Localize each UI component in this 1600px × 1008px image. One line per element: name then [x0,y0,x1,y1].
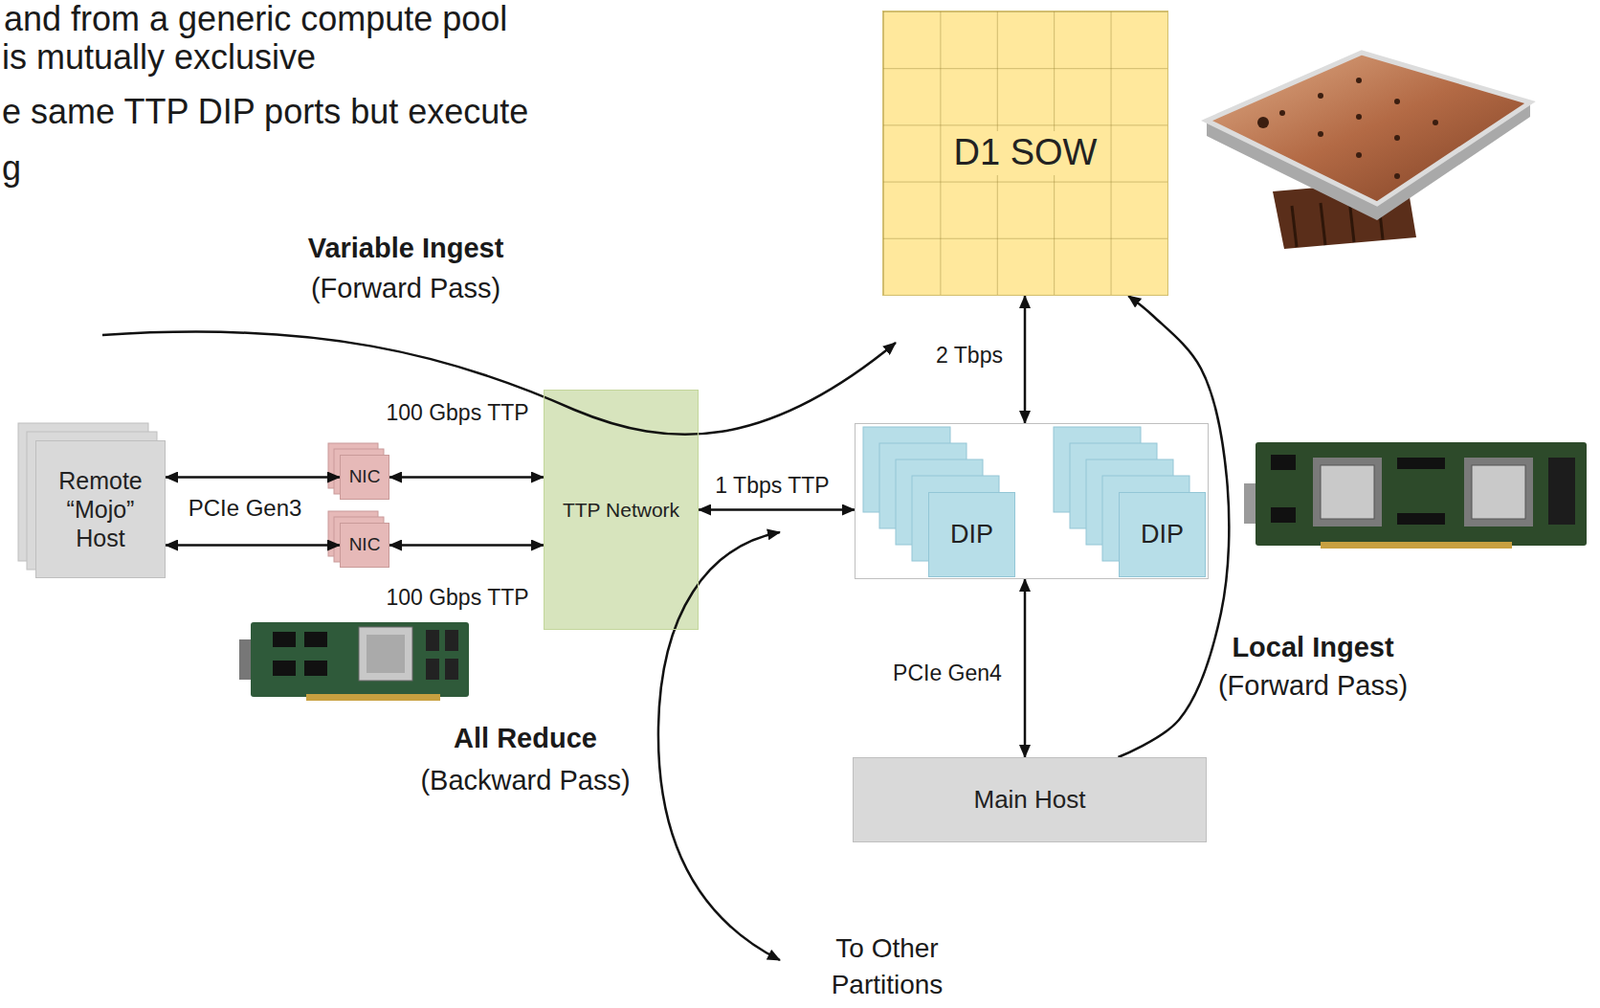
nic-card-photo-part [272,631,296,647]
annotation: Variable Ingest [308,231,505,266]
d1-tile-photo-part [1355,77,1362,84]
slide-text: g [1,149,22,188]
dip-card-photo-part [1320,541,1512,549]
node-text: NIC [349,466,381,489]
annotation: To Other Partitions [810,930,964,1003]
dip-card-photo-part [1464,457,1534,527]
nic-card-photo-part [250,622,469,697]
d1-tile-photo [1206,52,1531,249]
host-box: Remote “Mojo” Host [35,440,166,578]
dip-card-photo-part [1320,465,1375,519]
all-reduce-arrow [658,532,780,960]
node-text: DIP [1140,518,1184,550]
nic-card-photo-part [272,660,296,676]
nic-card-photo-part [425,658,440,680]
dip-tray: DIP DIP [854,422,1209,579]
nic-card-photo-part [304,660,328,676]
dip-card-photo-part [1397,457,1445,469]
d1-tile-photo-part [1279,110,1286,116]
d1-tile-photo-part [1206,52,1531,204]
dip-card-photo-part [1312,457,1382,527]
node-text: D1 SOW [948,131,1104,176]
dip-box: DIP [1118,491,1206,578]
dip-card-photo-part [1270,507,1296,523]
d1-tile-photo-part [1291,205,1297,247]
node-text: TTP Network [562,497,680,522]
dip-card-photo-part [1397,512,1445,525]
slide-text: and from a generic compute pool [3,0,508,39]
dip-card-photo [1244,442,1587,549]
d1-tile-photo-part [1320,202,1326,245]
variable-ingest-arrow [102,332,896,435]
node-text: Remote “Mojo” Host [42,466,159,553]
d1-tile-photo-part [1355,113,1362,120]
d1-tile-photo-part [1394,134,1400,141]
nic-card-photo-part [444,658,459,680]
nic-card-photo-part [358,626,413,681]
dip-card-photo-part [1244,483,1258,524]
nic-card-photo [239,622,469,701]
nic-card-photo-part [366,634,405,673]
connector-arrow [389,475,544,479]
dip-box: DIP [928,491,1016,578]
dip-card-photo-part [1270,454,1296,470]
connector-arrow [389,543,544,547]
connector-arrow [1023,295,1027,423]
bandwidth-label: 1 Tbps TTP [711,472,833,500]
node-text: DIP [950,518,994,550]
nic-box: NIC [339,522,390,568]
slide-text: e same TTP DIP ports but execute [1,92,529,132]
d1-tile-photo-part [1394,98,1400,105]
network-box: TTP Network [543,389,699,630]
connector-arrow [1023,578,1027,757]
nic-card-photo-part [304,631,328,647]
node-text: NIC [349,533,381,556]
host-box: Main Host [852,756,1207,843]
nic-box: NIC [339,454,390,500]
slide-text: is mutually exclusive [1,38,316,77]
bandwidth-label: PCIe Gen4 [888,660,1006,688]
dip-card-photo-part [1548,457,1576,525]
connector-arrow [1118,295,1230,757]
annotation: (Forward Pass) [311,271,501,306]
wafer-box: D1 SOW [882,10,1169,296]
connector-arrow [698,508,855,512]
bandwidth-label: 100 Gbps TTP [381,400,533,427]
d1-tile-photo-part [1317,92,1324,99]
d1-tile-photo-part [1317,131,1324,137]
annotation: All Reduce [453,721,598,756]
d1-tile-photo-part [1257,116,1269,129]
annotation: (Backward Pass) [420,763,630,798]
bandwidth-label: 100 Gbps TTP [381,584,533,612]
bandwidth-label: 2 Tbps [932,342,1007,370]
nic-card-photo-part [425,629,440,651]
node-text: Main Host [973,784,1086,815]
d1-tile-photo-part [1355,152,1362,158]
nic-card-photo-part [444,629,459,651]
annotation: (Forward Pass) [1218,668,1408,703]
d1-tile-photo-part [1394,173,1400,179]
connector-arrow [165,475,340,479]
annotation: Local Ingest [1231,630,1394,665]
annotation: PCIe Gen3 [188,494,303,523]
dip-card-photo-part [1471,465,1526,519]
dip-card-photo-part [1255,442,1587,546]
d1-tile-photo-part [1432,119,1439,126]
nic-card-photo-part [306,693,441,701]
connector-arrow [165,543,340,547]
